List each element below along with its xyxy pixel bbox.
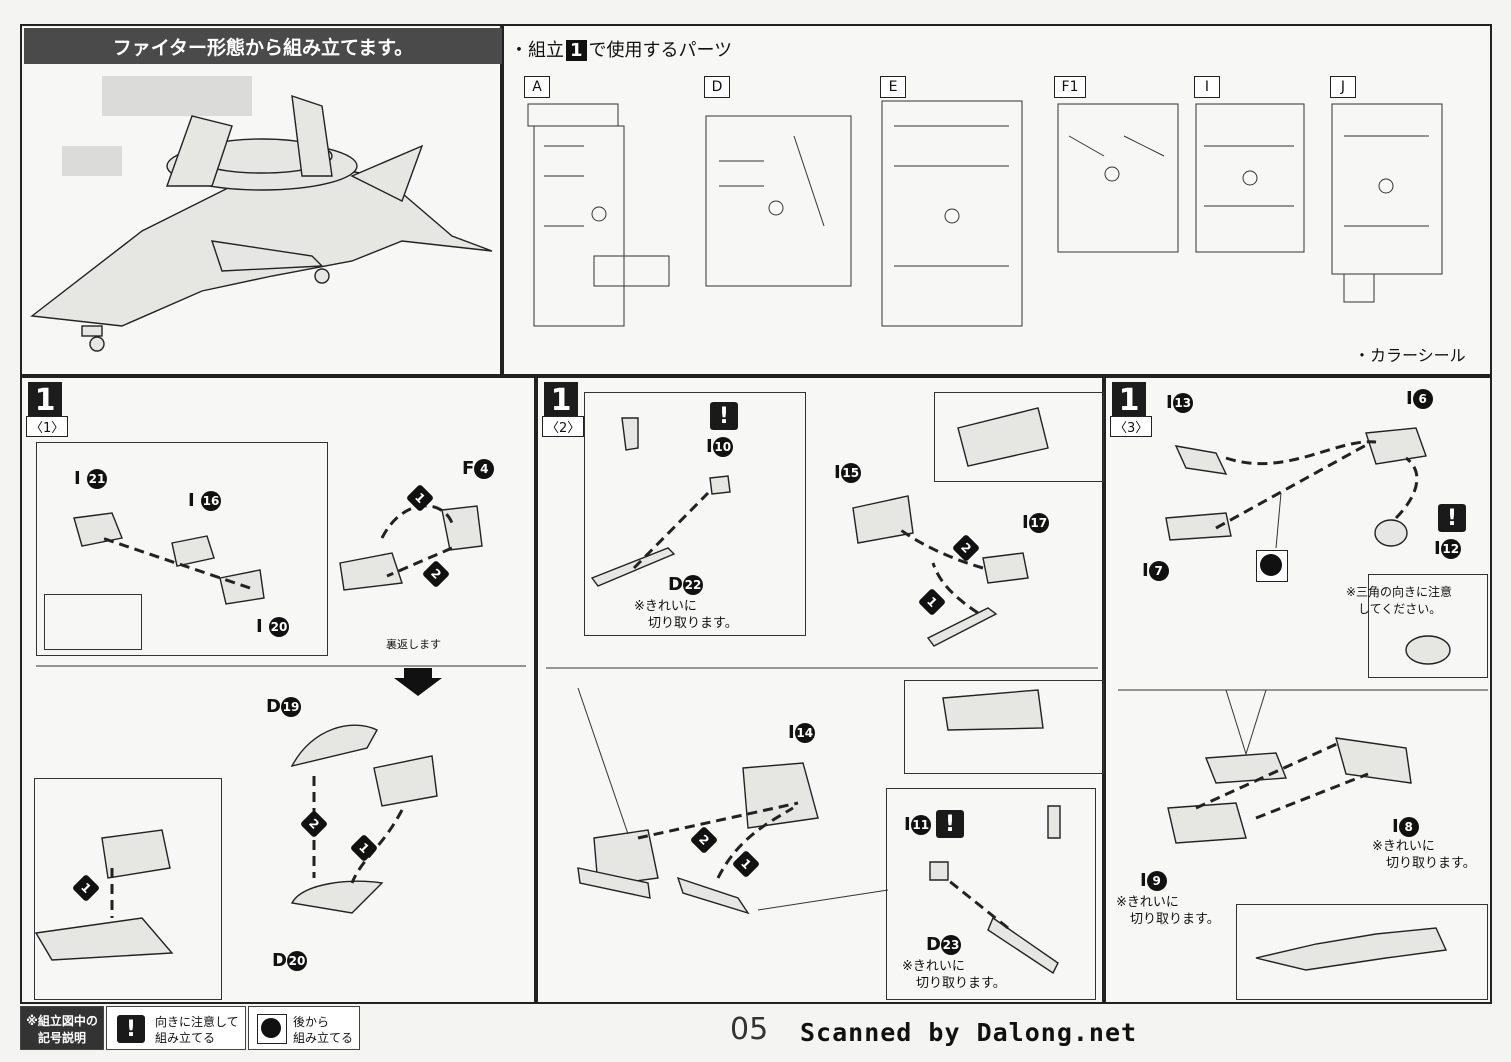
attention-icon: ! <box>710 402 738 430</box>
step-number: 1 <box>1112 382 1146 418</box>
attention-icon: ! <box>936 810 964 838</box>
sprue-e-icon <box>881 100 1023 327</box>
sprue-tag-e: E <box>880 76 906 98</box>
fighter-overview-panel: ファイター形態から組み立てます。 <box>20 24 502 376</box>
detail-box-bottom <box>1236 904 1488 1000</box>
attention-icon: ! <box>117 1015 145 1043</box>
substep-label: 〈2〉 <box>542 416 585 437</box>
clean-cut-note: ※きれいに切り取ります。 <box>1372 839 1476 871</box>
triangle-note: ※三角の向きに注意してください。 <box>1346 585 1453 616</box>
detail-box-cut <box>584 392 806 636</box>
order-marker: 1 <box>349 833 379 863</box>
sprue-a-icon <box>527 103 670 327</box>
sprue-f1-icon <box>1057 103 1179 253</box>
detail-inset-bottom <box>34 778 222 1000</box>
step-number: 1 <box>544 382 578 418</box>
attention-icon: ! <box>1438 504 1466 532</box>
legend-later-assembly: 後から組み立てる <box>248 1006 360 1050</box>
substep-label: 〈1〉 <box>26 416 69 437</box>
part-label-i20: I 20 <box>256 616 289 637</box>
clean-cut-note: ※きれいに切り取ります。 <box>1116 895 1220 927</box>
scan-credit: Scanned by Dalong.net <box>800 1018 1138 1047</box>
sprue-tag-f1: F1 <box>1054 76 1086 98</box>
order-marker: 2 <box>299 809 329 839</box>
sprue-tag-j: J <box>1330 76 1356 98</box>
sprue-tag-i: I <box>1194 76 1220 98</box>
triangle-note-box <box>1368 574 1488 678</box>
detail-box-mid-right <box>904 680 1104 774</box>
order-marker: 2 <box>951 533 981 563</box>
symbol-legend-title: ※組立図中の記号説明 <box>20 1006 104 1050</box>
order-marker: 1 <box>405 483 435 513</box>
sprue-d-icon <box>705 115 852 287</box>
clean-cut-note: ※きれいに切り取ります。 <box>634 599 738 631</box>
sprue-j-icon <box>1331 103 1443 303</box>
step-ref-badge: 1 <box>566 40 587 61</box>
page-title: ファイター形態から組み立てます。 <box>24 28 502 64</box>
fighter-illustration <box>30 76 493 352</box>
part-label-i16: I 16 <box>188 490 221 511</box>
sprue-i-icon <box>1195 103 1305 253</box>
flip-note: 裏返します <box>386 638 441 651</box>
later-assembly-icon <box>1256 550 1288 582</box>
order-marker: 2 <box>689 825 719 855</box>
clean-cut-note: ※きれいに切り取ります。 <box>902 959 1006 991</box>
order-marker: 1 <box>731 849 761 879</box>
part-label-i21: I 21 <box>74 468 107 489</box>
sprue-tag-d: D <box>704 76 730 98</box>
sprue-tag-a: A <box>524 76 550 98</box>
order-marker: 1 <box>917 587 947 617</box>
detail-box-top <box>36 442 328 656</box>
order-marker: 2 <box>421 559 451 589</box>
color-seal-label: ・カラーシール <box>1354 346 1466 365</box>
legend-attention: ! 向きに注意して組み立てる <box>106 1006 246 1050</box>
step-number: 1 <box>28 382 62 418</box>
detail-box-top-right <box>934 392 1104 482</box>
substep-label: 〈3〉 <box>1110 416 1153 437</box>
later-assembly-icon <box>257 1014 287 1044</box>
page-number: 05 <box>730 1012 769 1047</box>
detail-inset-small <box>44 594 142 650</box>
